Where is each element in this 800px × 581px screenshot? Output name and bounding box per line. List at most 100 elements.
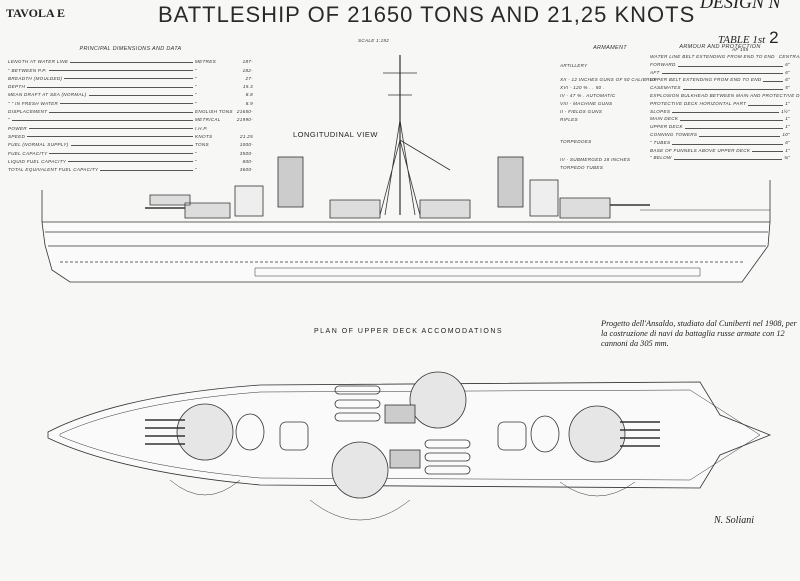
dimension-label: DISPLACEMENT <box>8 109 48 115</box>
dimension-unit: " <box>195 167 197 173</box>
dimension-unit: " <box>195 92 197 98</box>
table-label-text: TABLE 1st <box>718 34 766 46</box>
leader-line <box>49 153 193 155</box>
dimension-label: SPEED <box>8 133 26 139</box>
armour-label: CONNING TOWERS <box>650 131 698 137</box>
armour-value: 6" <box>785 77 790 83</box>
dimension-label: FUEL (NORMAL SUPPLY) <box>8 142 69 148</box>
leader-line <box>49 111 193 113</box>
armament-item: XII - 12 INCHES GUNS OF 50 CALIBRES <box>560 77 657 82</box>
dimension-unit: METRICAL <box>195 117 221 123</box>
armour-value: ¾" <box>783 155 790 161</box>
leader-line <box>677 61 784 67</box>
armour-row: UPPER BELT EXTENDING FROM END TO END 6" <box>650 76 790 84</box>
dimension-row: MEAN DRAFT AT SEA (NORMAL)"8.8 <box>8 89 253 97</box>
armament-item: XVI - 120 % . . 50 . <box>560 85 605 90</box>
dimension-value: 187- <box>242 59 253 65</box>
armour-label: UPPER DECK <box>650 124 683 130</box>
armour-value: 1" <box>785 124 790 130</box>
dimensions-heading: PRINCIPAL DIMENSIONS AND DATA <box>79 46 182 52</box>
armour-row: WATER LINE BELT EXTENDING FROM END TO EN… <box>650 53 800 61</box>
armour-label: MAIN DECK <box>650 116 679 122</box>
leader-line <box>11 119 193 121</box>
torpedoes-text: IV - SUBMERGED 18 INCHES TORPEDO TUBES <box>560 157 631 170</box>
dimension-value: 15.3 <box>242 84 253 90</box>
dimension-value: 21.25 <box>240 133 253 139</box>
armour-value: 1" <box>785 147 790 153</box>
dimension-unit: " <box>195 158 197 164</box>
armour-value: 1" <box>785 116 790 122</box>
dimension-unit: " <box>195 84 197 90</box>
dimension-label: " <box>8 117 10 123</box>
dimension-value: 8.8 <box>245 92 253 98</box>
armour-label: UPPER BELT EXTENDING FROM END TO END <box>650 77 762 83</box>
plate-label: TAVOLA E <box>6 6 66 20</box>
dimension-unit: METRES <box>195 59 216 65</box>
armour-label: PROTECTIVE DECK HORIZONTAL PART <box>650 100 747 106</box>
dimension-row: DEPTH"15.3 <box>8 81 253 89</box>
leader-line <box>661 69 784 75</box>
leader-line <box>684 123 784 129</box>
dimension-row: " " IN FRESH WATER " 8.9 <box>8 97 253 106</box>
leader-line <box>763 76 784 83</box>
longitudinal-view-drawing <box>41 55 771 283</box>
leader-line <box>748 100 784 106</box>
dimension-label: " " IN FRESH WATER <box>8 100 59 106</box>
design-label: DESIGN N <box>700 0 781 12</box>
armour-table: ARMOUR AND PROTECTION WATER LINE BELT EX… <box>650 44 800 162</box>
dimension-value: 3600- <box>239 167 253 173</box>
dimension-row: FUEL CAPACITY"3500- <box>8 147 253 156</box>
dimension-unit: " <box>195 67 197 73</box>
armament-heading: ARMAMENT <box>593 45 627 51</box>
dimension-row: LIQUID FUEL CAPACITY"800- <box>8 156 253 164</box>
leader-line <box>28 128 193 130</box>
leader-line <box>88 94 193 96</box>
armour-label: " BELOW <box>650 155 672 161</box>
dimension-value: 8.9 <box>245 100 253 106</box>
leader-line <box>672 108 780 114</box>
leader-line <box>680 115 784 122</box>
dimension-unit: ENGLISH TONS <box>195 109 233 115</box>
armour-value: CENTRAL 9" <box>778 54 800 59</box>
torpedoes-label: TORPEDOES <box>560 139 592 144</box>
dimension-row: BREADTH (MOULDED)"27- <box>8 73 253 81</box>
armament-item: II - FIELDS GUNS <box>560 109 603 114</box>
leader-line <box>752 147 784 153</box>
dimension-unit: " <box>195 100 197 106</box>
dimension-value: 27- <box>245 75 253 81</box>
dimension-row: LENGTH AT WATER LINE METRES 187- <box>8 56 253 64</box>
dimension-value: 3500- <box>239 150 253 156</box>
dimension-unit: " <box>195 75 197 81</box>
leader-line <box>672 139 784 145</box>
dimension-row: TOTAL EQUIVALENT FUEL CAPACITY"3600- <box>8 164 253 172</box>
armour-label: CASEMATES <box>650 85 681 91</box>
armament-table: ARMAMENT ARTILLERY XII - 12 INCHES GUNS … <box>560 44 660 172</box>
armour-row: MAIN DECK 1" <box>650 115 790 123</box>
dimension-label: " BETWEEN P.P. <box>8 67 47 73</box>
armour-row: UPPER DECK 1" <box>650 123 790 131</box>
dimension-unit: I.H.P. <box>195 125 208 131</box>
armour-label: " TUBES <box>650 139 671 145</box>
dimension-label: FUEL CAPACITY <box>8 150 48 156</box>
armour-label: FORWARD <box>650 61 676 67</box>
leader-line <box>682 84 784 90</box>
leader-line <box>64 78 193 80</box>
caption-note: Progetto dell'Ansaldo, studiato dal Cuni… <box>601 319 797 348</box>
dimension-unit: TONS <box>195 142 209 148</box>
artillery-label: ARTILLERY <box>560 63 588 68</box>
dimension-label: LENGTH AT WATER LINE <box>8 59 69 65</box>
armament-item: IV - 47 % . AUTOMATIC <box>560 93 616 98</box>
armour-label: EXPLOSION BULKHEAD BETWEEN MAIN AND PROT… <box>650 92 800 98</box>
dimension-value: 800- <box>242 158 253 164</box>
